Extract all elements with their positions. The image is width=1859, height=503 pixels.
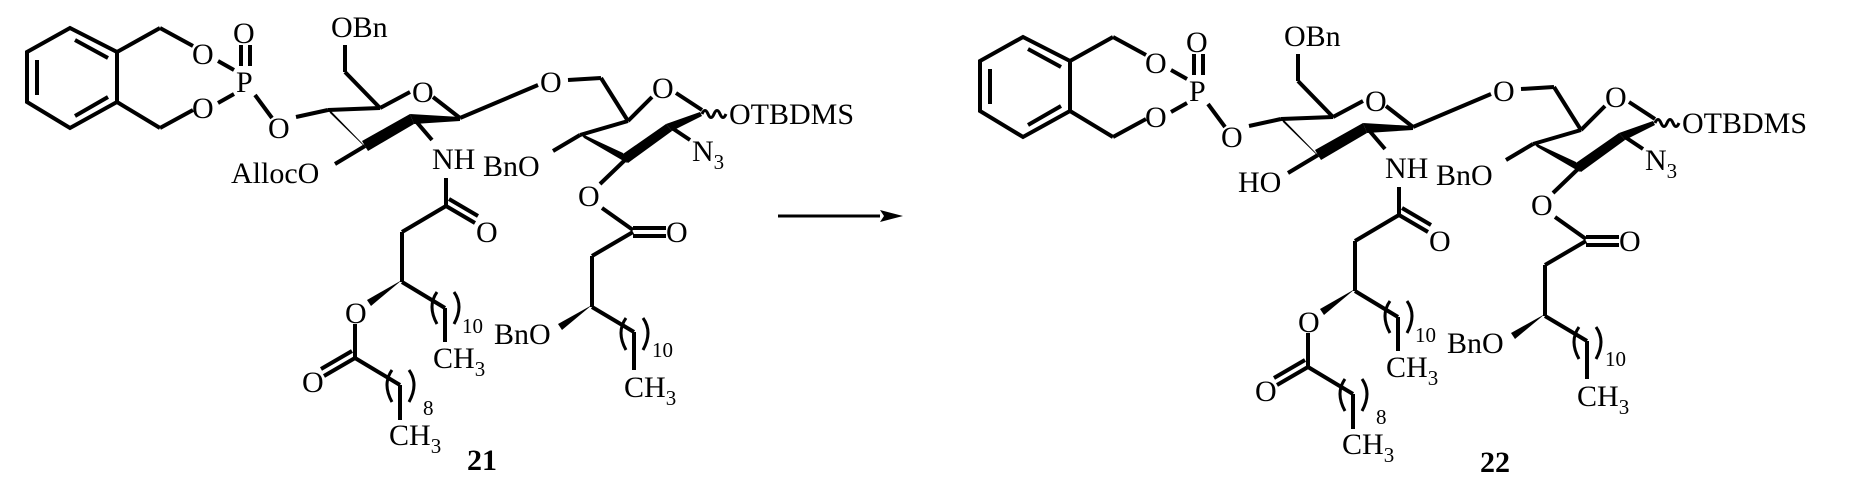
repeat-count: 10 (652, 338, 673, 362)
atom-label: O (1255, 375, 1277, 408)
atom-label: OTBDMS (1682, 107, 1807, 140)
atom-label: BnO (494, 318, 551, 351)
atom-label: HO (1238, 166, 1281, 199)
atom-label: CH3 (389, 419, 441, 458)
repeat-count: 10 (1605, 347, 1626, 371)
atom-label: O (1186, 26, 1208, 59)
atom-label: O (1298, 306, 1320, 339)
atom-label: BnO (1436, 159, 1493, 192)
repeat-count: 10 (462, 314, 483, 338)
reactant-structure-21: O O O P O OBn O AllocO NH BnO O O OTBDMS… (25, 11, 854, 477)
atom-label: CH3 (433, 342, 485, 381)
repeat-count: 8 (1376, 405, 1387, 429)
atom-label: O (1531, 189, 1553, 222)
atom-label: OBn (331, 11, 388, 44)
compound-number-label: 21 (467, 444, 497, 477)
repeat-count: 8 (423, 396, 434, 420)
atom-label: OBn (1284, 20, 1341, 53)
atom-label: AllocO (231, 157, 319, 190)
atom-label: CH3 (1577, 380, 1629, 419)
atom-label: O (666, 216, 688, 249)
atom-label: O (233, 17, 255, 50)
atom-label: O (192, 38, 214, 71)
atom-label: O (345, 297, 367, 330)
atom-label: O (476, 216, 498, 249)
atom-label: O (1221, 121, 1243, 154)
molecule-skeleton (25, 26, 728, 422)
atom-label: O (1365, 85, 1387, 118)
product-structure-22: O O O P O OBn O HO NH BnO O O OTBDMS N3 … (978, 20, 1807, 479)
atom-label: BnO (483, 150, 540, 183)
molecule-skeleton (978, 35, 1681, 431)
atom-label: O (1619, 225, 1641, 258)
atom-label: P (1189, 75, 1206, 108)
atom-label: CH3 (624, 371, 676, 410)
atom-label: OTBDMS (729, 98, 854, 131)
atom-label: O (192, 92, 214, 125)
atom-label: O (1493, 75, 1515, 108)
atom-label: O (302, 366, 324, 399)
reaction-arrow (778, 210, 903, 222)
atom-label: O (1145, 47, 1167, 80)
atom-label: BnO (1447, 327, 1504, 360)
compound-number-label: 22 (1480, 446, 1510, 479)
atom-label: P (236, 66, 253, 99)
atom-label: O (1145, 101, 1167, 134)
atom-label: O (652, 72, 674, 105)
repeat-count: 10 (1415, 323, 1436, 347)
atom-label: N3 (1645, 144, 1677, 183)
atom-label: N3 (692, 135, 724, 174)
atom-label: O (540, 66, 562, 99)
atom-label: O (1429, 225, 1451, 258)
atom-label: CH3 (1342, 428, 1394, 467)
atom-label: O (268, 112, 290, 145)
atom-label: NH (432, 143, 475, 176)
atom-label: CH3 (1386, 351, 1438, 390)
atom-label: NH (1385, 152, 1428, 185)
atom-label: O (1605, 81, 1627, 114)
atom-label: O (578, 180, 600, 213)
atom-label: O (412, 76, 434, 109)
